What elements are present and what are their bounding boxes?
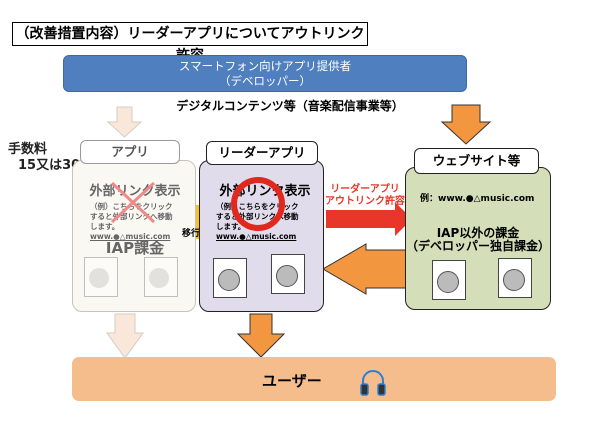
outlink-line2: アウトリンク許容	[325, 196, 405, 207]
music-file-icon	[271, 254, 305, 294]
app-link-heading: 外部リンク表示	[89, 184, 181, 199]
user-label: ユーザー	[262, 372, 322, 390]
music-file-icon	[498, 258, 532, 298]
orange-arrow-down-bottom	[236, 313, 286, 358]
outlink-label: リーダーアプリ アウトリンク許容	[322, 184, 408, 208]
app-tab: アプリ	[80, 140, 180, 164]
website-tab: ウェブサイト等	[414, 148, 539, 174]
app-link-block: 外部リンク表示 （例）こちらをクリック すると外部リンクへ移動 します。 www…	[76, 180, 194, 242]
reader-example-line1: （例）こちらをクリック	[216, 202, 299, 211]
migration-label: 移行可	[182, 229, 210, 239]
app-billing-label: IAP課金	[105, 239, 165, 257]
faded-arrow-down-top	[106, 106, 143, 138]
reader-app-tab: リーダーアプリ	[206, 141, 318, 165]
prohibited-cross-icon	[110, 181, 156, 224]
developer-line1: スマートフォン向けアプリ提供者	[178, 59, 352, 73]
orange-arrow-down-top	[440, 104, 492, 145]
app-example-line3: します。	[90, 222, 120, 231]
reader-example-line2: すると外部リンクへ移動	[216, 212, 299, 221]
website-billing-line2: （デベロッパー独自課金）	[405, 239, 550, 253]
app-example-line2: すると外部リンクへ移動	[90, 212, 173, 221]
music-file-icon	[144, 257, 178, 297]
outlink-line1: リーダーアプリ	[330, 184, 400, 195]
music-file-icon	[213, 258, 247, 298]
headphones-icon	[360, 370, 386, 396]
website-billing-line1: IAP以外の課金	[436, 226, 520, 240]
website-example: 例：www.●△music.com	[420, 194, 535, 204]
content-label: デジタルコンテンツ等（音楽配信事業等）	[176, 99, 404, 113]
user-bar	[72, 357, 556, 401]
fee-line1: 手数料	[8, 142, 48, 157]
faded-arrow-down-bottom	[106, 313, 144, 359]
reader-url: www.●△music.com	[216, 232, 297, 241]
website-billing: IAP以外の課金 （デベロッパー独自課金）	[405, 227, 551, 253]
app-example-line1: （例）こちらをクリック	[90, 202, 173, 211]
developer-line2: （デベロッパー）	[219, 74, 311, 88]
orange-arrow-left	[322, 243, 413, 295]
music-file-icon	[432, 260, 466, 300]
reader-example-line3: します。	[216, 222, 246, 231]
music-file-icon	[84, 257, 118, 297]
red-outlink-arrow	[326, 202, 412, 236]
app-url: www.●△music.com	[90, 232, 171, 241]
developer-bar: スマートフォン向けアプリ提供者 （デベロッパー）	[63, 55, 467, 92]
allowed-circle-icon	[231, 177, 285, 231]
